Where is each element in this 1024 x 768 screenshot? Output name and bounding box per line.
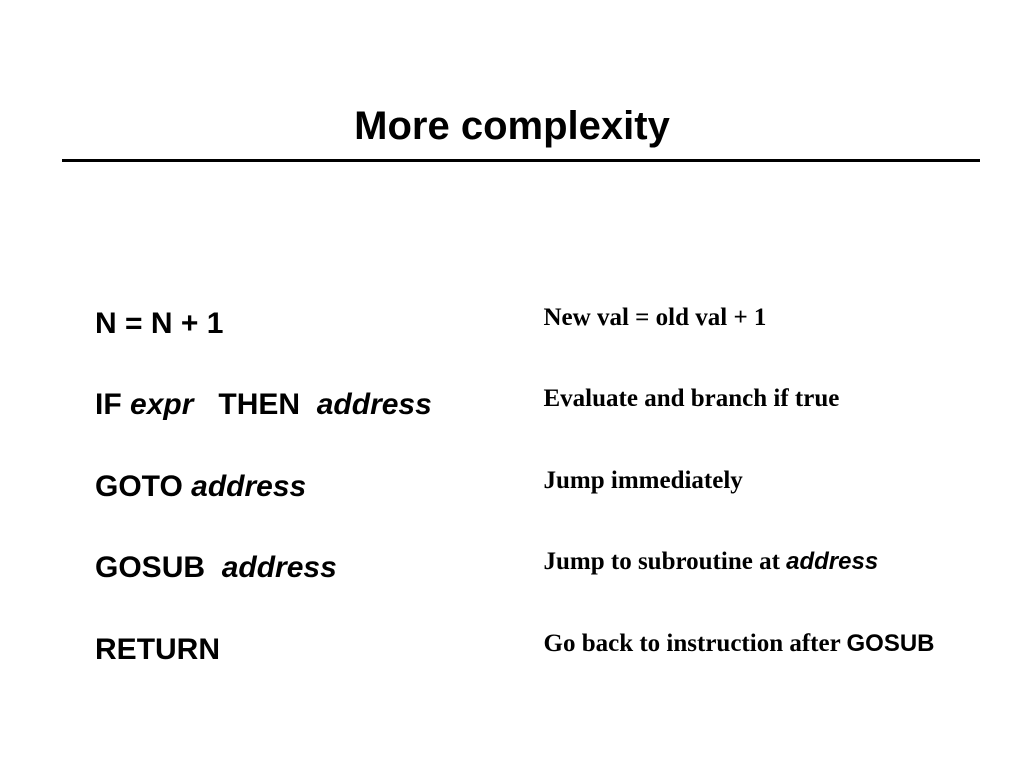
instruction-keyword: N = N + 1 bbox=[95, 307, 224, 340]
instruction-row-increment: N = N + 1 New val = old val + 1 bbox=[0, 264, 1024, 340]
instruction-argument-address: address bbox=[221, 551, 337, 584]
description-text: Jump immediately bbox=[543, 467, 743, 494]
instruction-description: Jump to subroutine at address bbox=[506, 514, 879, 610]
description-emphasis: address bbox=[786, 548, 879, 575]
instruction-syntax: GOSUB address bbox=[45, 508, 337, 628]
instruction-keyword: IF bbox=[95, 388, 131, 421]
instruction-keyword: GOSUB bbox=[95, 551, 222, 584]
instruction-description: Jump immediately bbox=[506, 433, 743, 529]
description-text: Go back to instruction after bbox=[543, 630, 847, 657]
instruction-syntax: GOTO address bbox=[45, 427, 306, 547]
instruction-description: New val = old val + 1 bbox=[506, 270, 767, 366]
description-text: Evaluate and branch if true bbox=[543, 385, 840, 412]
instruction-row-return: RETURN Go back to instruction after GOSU… bbox=[0, 590, 1024, 666]
instruction-description: Evaluate and branch if true bbox=[506, 351, 840, 447]
instruction-row-if-then: IF expr THEN address Evaluate and branch… bbox=[0, 345, 1024, 421]
description-text: New val = old val + 1 bbox=[543, 304, 767, 331]
instruction-syntax: RETURN bbox=[45, 590, 220, 710]
description-emphasis: GOSUB bbox=[846, 630, 935, 657]
slide-title: More complexity bbox=[354, 104, 670, 148]
description-text: Jump to subroutine at bbox=[543, 548, 787, 575]
instruction-description: Go back to instruction after GOSUB bbox=[506, 596, 935, 692]
instruction-row-goto: GOTO address Jump immediately bbox=[0, 427, 1024, 503]
instruction-keyword: GOTO bbox=[95, 470, 192, 503]
instruction-keyword-then: THEN bbox=[193, 388, 317, 421]
instruction-argument-address: address bbox=[191, 470, 307, 503]
instruction-syntax: IF expr THEN address bbox=[45, 345, 432, 465]
instruction-keyword: RETURN bbox=[95, 633, 221, 666]
title-underline bbox=[62, 159, 980, 162]
instruction-argument-expr: expr bbox=[130, 388, 194, 421]
instruction-argument-address: address bbox=[316, 388, 432, 421]
instruction-row-gosub: GOSUB address Jump to subroutine at addr… bbox=[0, 508, 1024, 584]
instruction-syntax: N = N + 1 bbox=[45, 264, 223, 384]
